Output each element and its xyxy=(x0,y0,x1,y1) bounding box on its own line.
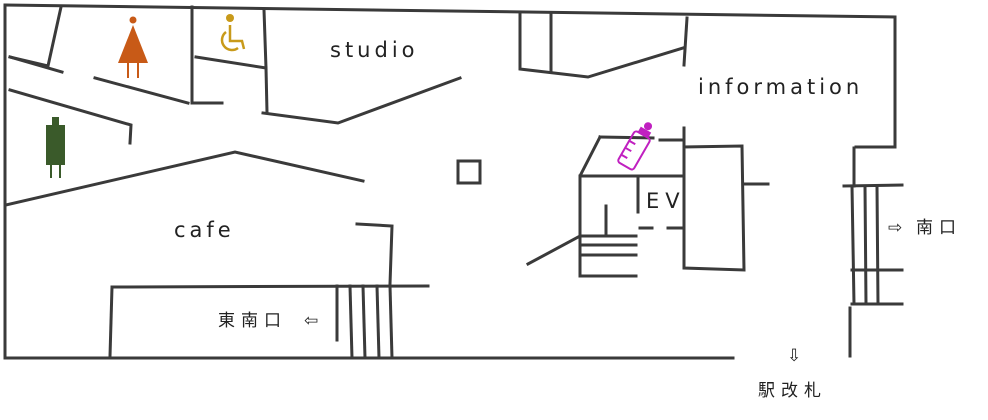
information-label: information xyxy=(698,75,864,99)
studio-label: studio xyxy=(330,38,419,62)
outer-wall-top xyxy=(3,3,897,149)
mens-restroom-icon xyxy=(46,117,65,178)
walls xyxy=(3,3,904,360)
right-arrow-icon: ⇨ xyxy=(888,218,903,238)
cafe-label: cafe xyxy=(174,218,235,242)
down-arrow-icon: ⇩ xyxy=(787,346,802,366)
elevator-label: EV xyxy=(646,189,686,213)
left-arrow-icon: ⇦ xyxy=(304,311,319,331)
south-exit-label: 南口 xyxy=(916,218,962,238)
baby-bottle-icon xyxy=(617,122,652,171)
ticket-gate-label: 駅改札 xyxy=(758,381,827,401)
outer-wall-left xyxy=(3,3,735,360)
womens-restroom-icon xyxy=(118,16,148,78)
wheelchair-icon xyxy=(220,14,246,52)
east-south-exit-label: 東南口 xyxy=(218,311,287,331)
